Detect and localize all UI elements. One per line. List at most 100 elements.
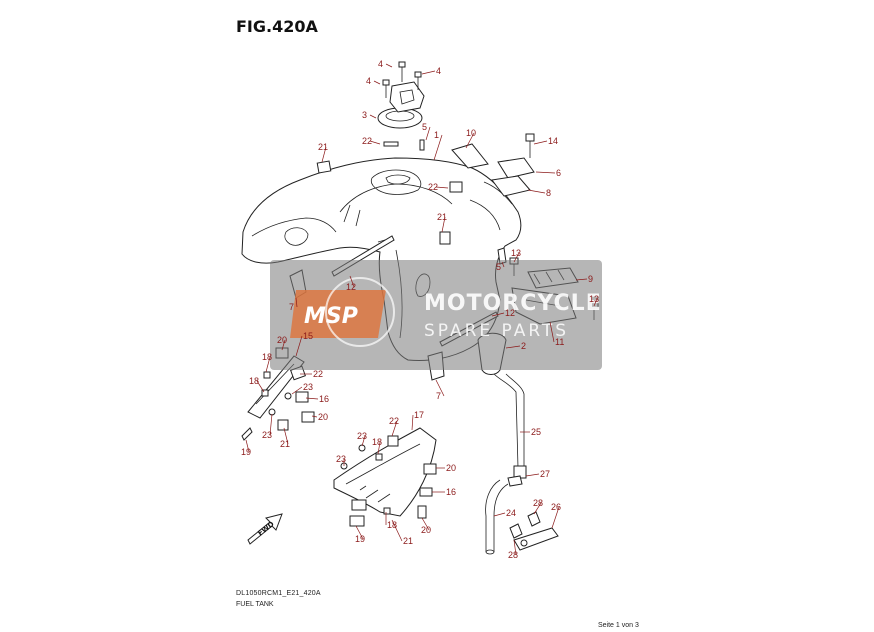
callout-number-21: 21 [280,439,290,449]
callout-leader [355,525,364,540]
callout-leader [549,321,555,343]
callout-leader [385,63,393,68]
callout-number-22: 22 [362,136,372,146]
callout-leader [291,386,303,395]
callout-number-24: 24 [506,508,516,518]
callout-number-20: 20 [318,412,328,422]
callout-leader [295,297,298,308]
callout-number-23: 23 [262,430,272,440]
callout-leader [525,473,540,477]
callout-leader [283,427,289,445]
callout-leader [411,414,414,431]
callout-leader [501,261,505,268]
diagram-code: DL1050RCM1_E21_420A [236,590,321,597]
callout-leader [533,140,548,145]
callout-number-7: 7 [436,391,441,401]
callout-number-10: 10 [466,128,476,138]
lower-side-cover [333,427,437,527]
fuel-filler-cap [377,81,425,129]
callout-number-4: 4 [436,66,441,76]
callout-number-13: 13 [511,248,521,258]
callout-number-12: 12 [505,308,515,318]
callout-leader [421,70,436,75]
callout-leader [321,146,327,163]
callout-number-5: 5 [496,262,501,272]
callout-leader [505,345,521,349]
cap-bolts [382,61,422,98]
callout-number-18: 18 [262,352,272,362]
callout-number-20: 20 [421,525,431,535]
callout-leader [493,512,506,517]
page-indicator: Seite 1 von 3 [598,622,639,629]
callout-number-22: 22 [313,369,323,379]
callout-leader [391,420,398,437]
callout-number-18: 18 [387,520,397,530]
callout-leader [533,502,542,515]
callout-leader [349,275,355,288]
callout-number-21: 21 [318,142,328,152]
callout-leader [593,298,598,307]
callout-number-16: 16 [319,394,329,404]
callout-number-14: 14 [548,136,558,146]
callout-leader [513,252,520,263]
callout-number-3: 3 [362,110,367,120]
callout-number-4: 4 [366,76,371,86]
callout-leader [305,397,319,400]
callout-number-21: 21 [403,536,413,546]
callout-leader [513,539,517,556]
callout-leader [421,517,430,531]
callout-number-6: 6 [556,168,561,178]
callout-number-20: 20 [277,335,287,345]
callout-leader [361,435,366,447]
callout-leader [281,339,286,351]
callout-number-17: 17 [414,410,424,420]
watermark-logo: MSP [304,304,358,329]
callout-number-21: 21 [437,212,447,222]
callout-number-8: 8 [546,188,551,198]
callout-number-16: 16 [446,487,456,497]
callout-number-1: 1 [434,130,439,140]
callout-number-27: 27 [540,469,550,479]
callout-number-11: 11 [555,337,564,347]
callout-number-20: 20 [446,463,456,473]
callout-leader [256,380,265,393]
callout-leader [245,439,250,453]
callout-leader [373,80,381,85]
callout-number-28: 28 [508,550,518,560]
watermark-line2: SPARE PARTS [424,321,569,341]
callout-leader [269,413,273,436]
callout-leader [535,171,556,174]
callout-number-26: 26 [551,502,561,512]
callout-leader [435,186,449,189]
callout-leader [465,132,475,149]
callout-leader [551,506,560,529]
callout-number-18: 18 [372,437,382,447]
callout-number-19: 19 [241,447,251,457]
callout-number-4: 4 [378,59,383,69]
callout-number-23: 23 [357,431,367,441]
callout-leader [491,312,505,317]
callout-number-7: 7 [289,302,294,312]
callout-leader [575,278,588,281]
watermark-line1: MOTORCYCLE [424,291,602,316]
callout-number-19: 19 [355,534,365,544]
callout-leader [425,126,431,141]
callout-number-2: 2 [521,341,526,351]
callout-leader [435,379,445,397]
callout-leader [441,216,446,233]
callout-leader [265,356,271,373]
callout-number-13: 13 [589,294,599,304]
callout-leader [369,114,377,119]
callout-leader [311,415,318,418]
forward-arrow: FWD [247,513,283,545]
hose-clamp [509,511,559,551]
callout-number-25: 25 [531,427,541,437]
callout-leader [391,519,403,542]
callout-number-22: 22 [389,416,399,426]
callout-number-12: 12 [346,282,356,292]
callout-number-28: 28 [533,498,543,508]
callout-number-18: 18 [249,376,259,386]
